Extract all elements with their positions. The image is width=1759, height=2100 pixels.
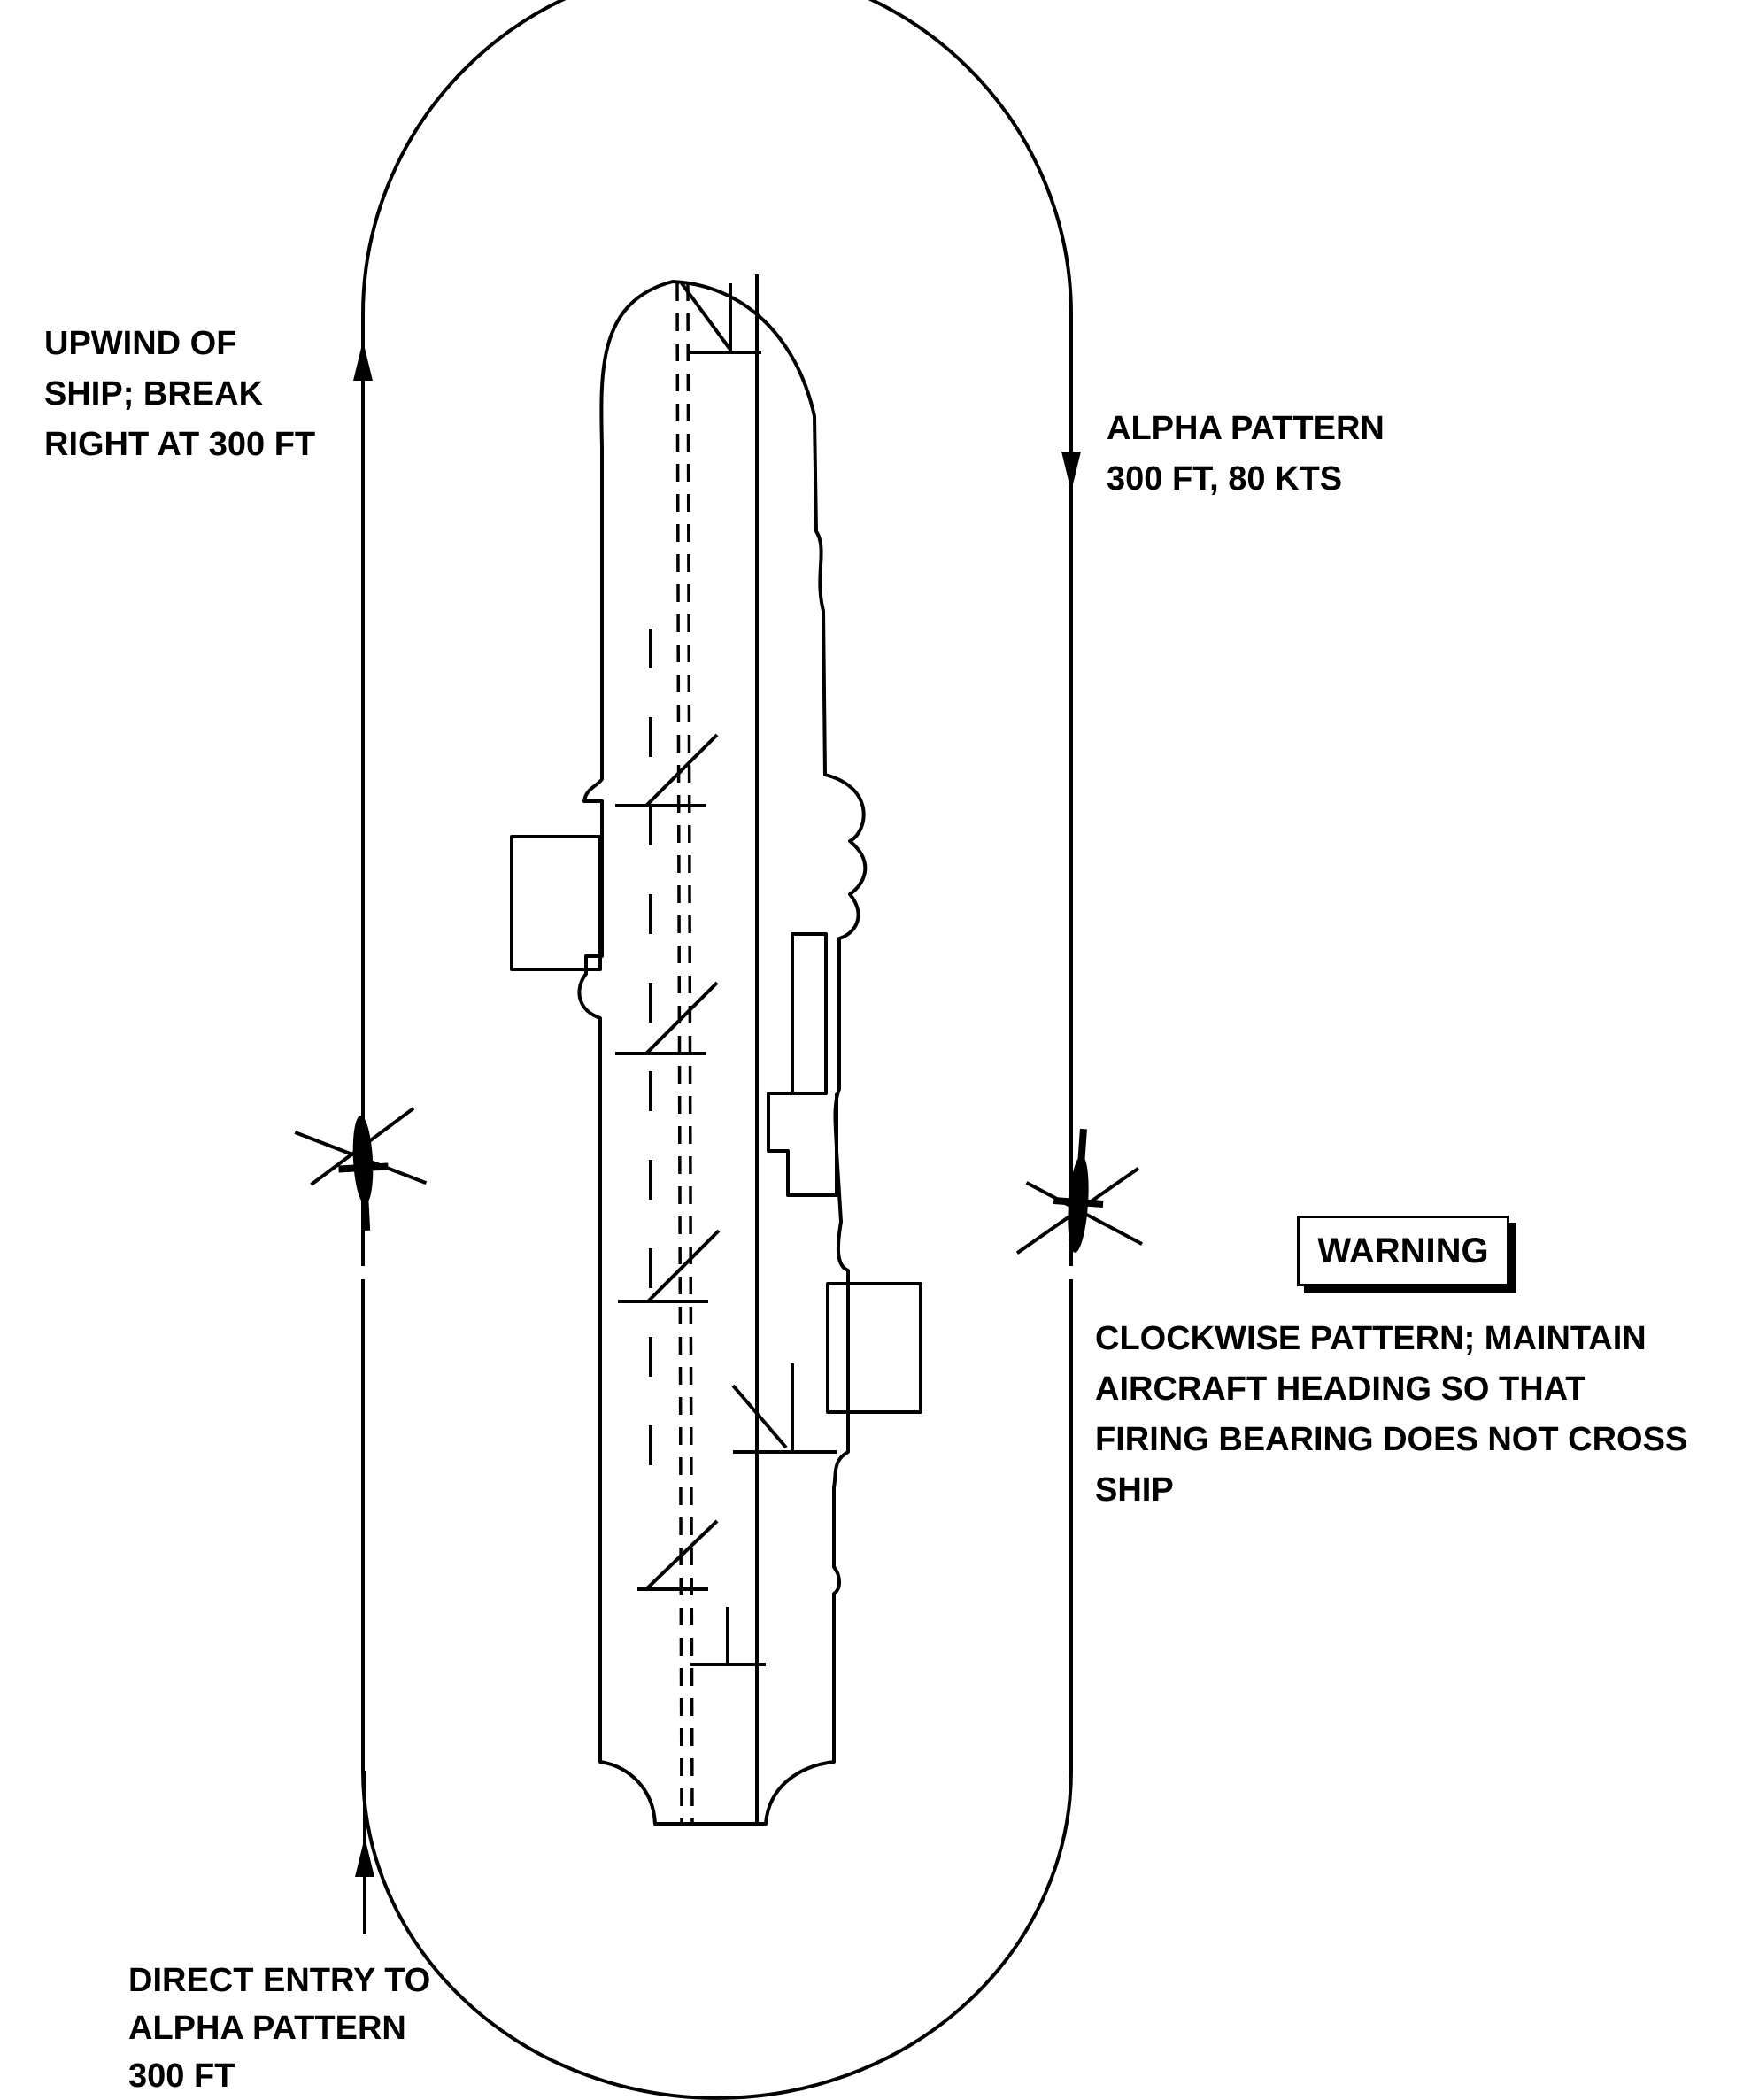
arrow-up-icon: [353, 341, 373, 381]
warning-text: CLOCKWISE PATTERN; MAINTAIN AIRCRAFT HEA…: [1095, 1314, 1687, 1516]
alpha-pattern-line-2: 300 FT, 80 KTS: [1107, 460, 1343, 498]
alpha-pattern-track: [361, 0, 1073, 2100]
alpha-pattern-label: ALPHA PATTERN 300 FT, 80 KTS: [1107, 404, 1385, 505]
direct-entry-line-1: DIRECT ENTRY TO: [128, 1962, 431, 1999]
upwind-line-1: UPWIND OF: [44, 325, 237, 362]
warning-line-3: FIRING BEARING DOES NOT CROSS: [1095, 1421, 1688, 1458]
warning-line-4: SHIP: [1095, 1471, 1174, 1509]
warning-line-2: AIRCRAFT HEADING SO THAT: [1095, 1370, 1586, 1408]
warning-badge: WARNING: [1297, 1216, 1509, 1286]
warning-label: WARNING: [1317, 1231, 1489, 1270]
sponson-left: [510, 835, 602, 971]
ship-hull-outline: [577, 280, 868, 1826]
upwind-label: UPWIND OF SHIP; BREAK RIGHT AT 300 FT: [44, 319, 315, 470]
alpha-pattern-line-1: ALPHA PATTERN: [1107, 410, 1385, 447]
aircraft-carrier-icon: [510, 274, 922, 1826]
helicopter-icon: [294, 1107, 428, 1231]
island: [791, 932, 828, 1095]
warning-line-1: CLOCKWISE PATTERN; MAINTAIN: [1095, 1320, 1647, 1357]
sponson-right: [826, 1282, 922, 1414]
direct-entry-line-2: ALPHA PATTERN: [128, 2010, 406, 2047]
direct-entry-line-3: 300 FT: [128, 2058, 235, 2095]
helicopter-icon: [1015, 1128, 1143, 1255]
landing-spot-markers: [615, 282, 837, 1666]
island-base: [767, 1092, 838, 1197]
direct-entry-label: DIRECT ENTRY TO ALPHA PATTERN 300 FT: [128, 1957, 430, 2100]
upwind-line-3: RIGHT AT 300 FT: [44, 426, 316, 463]
upwind-line-2: SHIP; BREAK: [44, 375, 264, 413]
arrow-down-icon: [1061, 452, 1081, 491]
arrow-up-icon: [355, 1837, 374, 1877]
